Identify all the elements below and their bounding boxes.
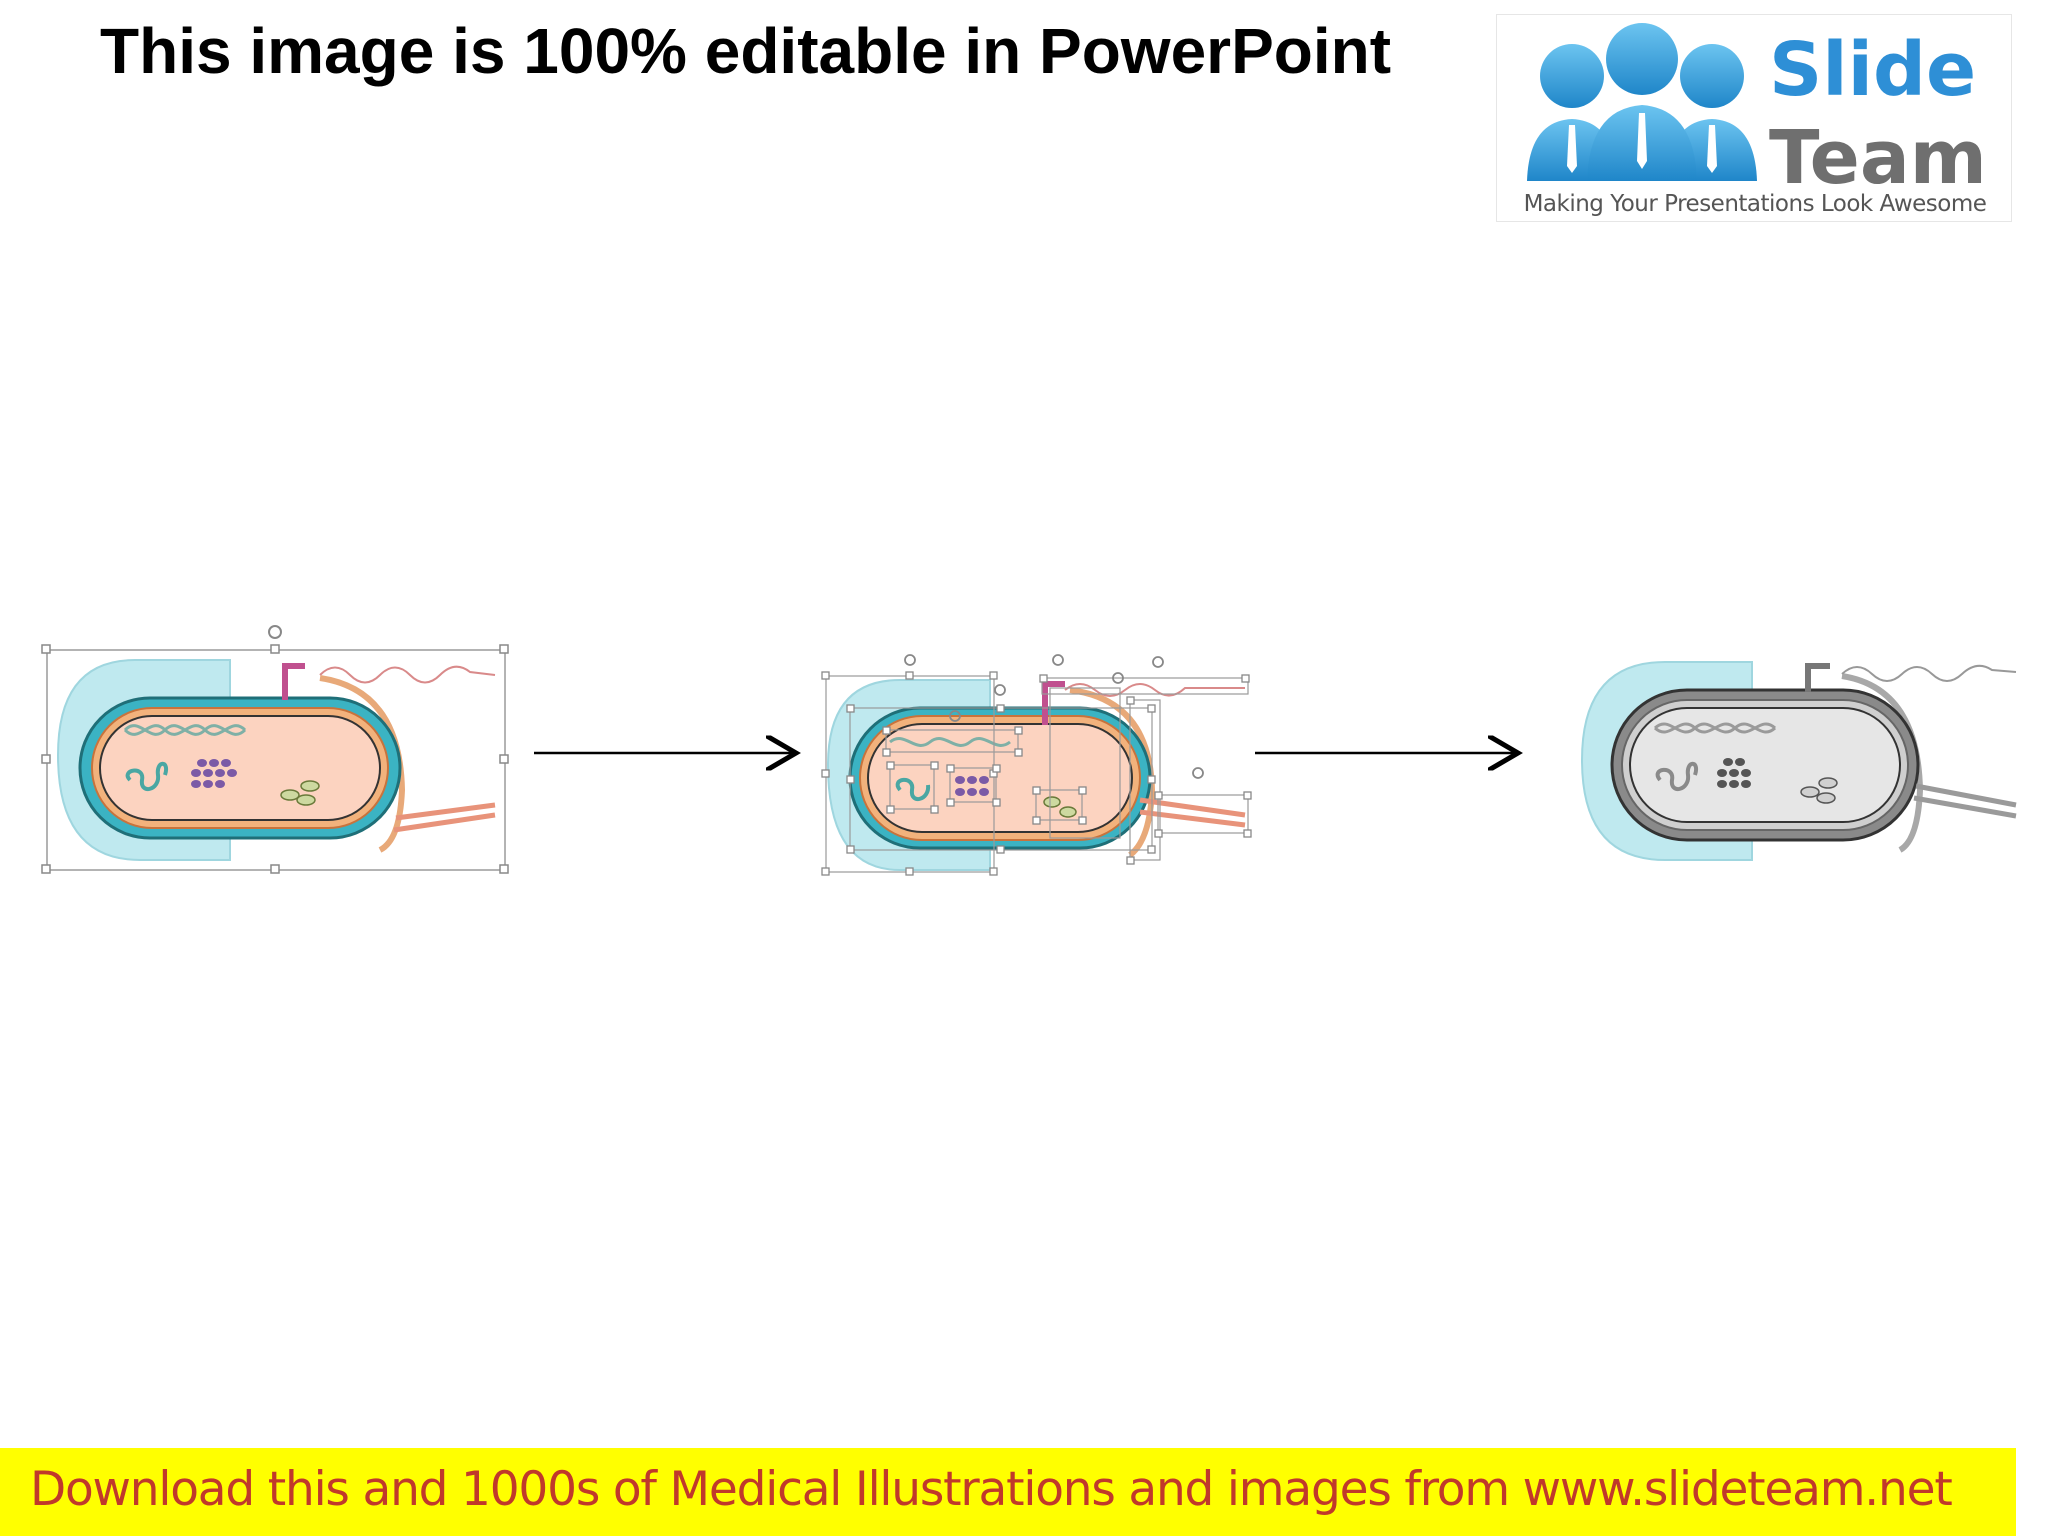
bacterium-diagram [41, 625, 2017, 876]
bacterium-grayscale[interactable] [1580, 661, 2017, 861]
slideteam-logo: Slide Team Making Your Presentations Loo… [1496, 14, 2012, 222]
logo-tagline: Making Your Presentations Look Awesome [1523, 191, 1987, 217]
slide-title: This image is 100% editable in PowerPoin… [100, 15, 1392, 87]
rotate-handles[interactable] [904, 654, 1204, 779]
footer-banner[interactable]: Download this and 1000s of Medical Illus… [0, 1448, 2016, 1536]
flagellum [395, 802, 496, 821]
ribosomes [191, 759, 237, 788]
pilus [282, 663, 305, 700]
bacterium-selected[interactable] [821, 654, 1252, 876]
logo-word-slide: Slide [1769, 27, 1977, 113]
people-icon [1527, 23, 1757, 181]
selection-handles-2[interactable] [821, 671, 1252, 876]
rotate-handle[interactable] [268, 625, 282, 639]
logo-word-team: Team [1769, 115, 1987, 201]
plasmid [125, 761, 169, 791]
selection-handles[interactable] [41, 644, 509, 874]
footer-text[interactable]: Download this and 1000s of Medical Illus… [30, 1462, 1953, 1517]
cytoplasm [99, 715, 381, 821]
flagellum-wave [319, 665, 496, 684]
bacterium-colored[interactable] [41, 625, 509, 874]
